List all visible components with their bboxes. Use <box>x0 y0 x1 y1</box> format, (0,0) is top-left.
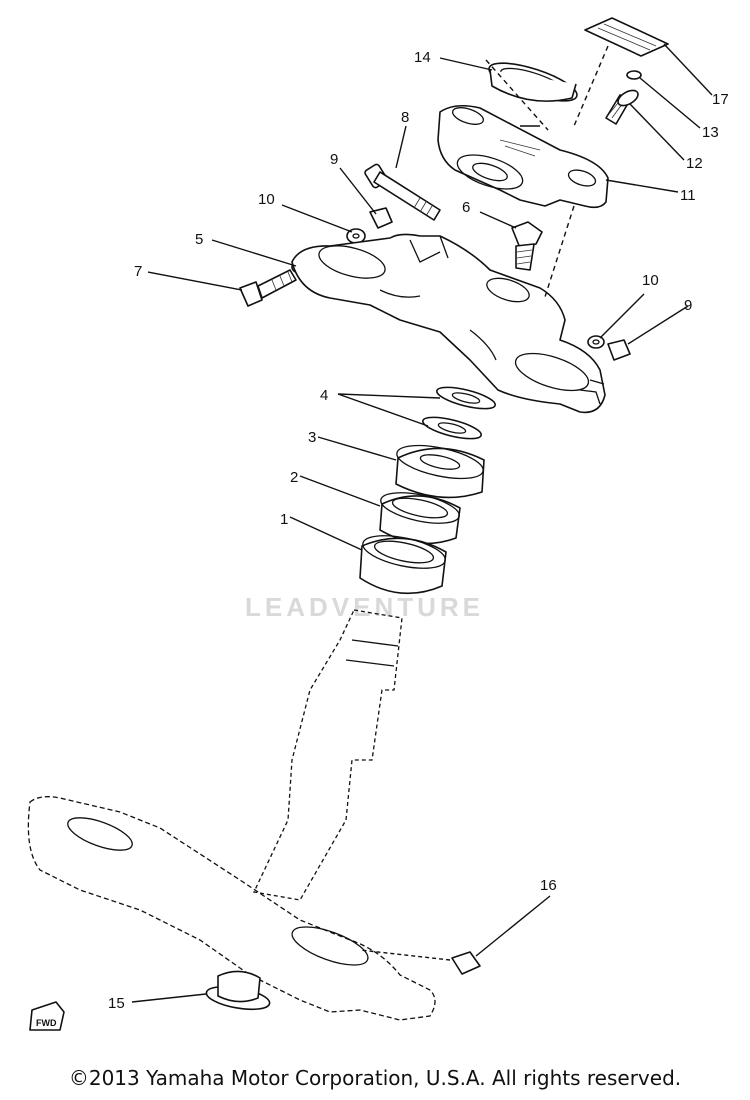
callout-9-left: 9 <box>330 151 338 168</box>
part-3-cover <box>395 444 485 499</box>
callout-13: 13 <box>702 124 719 141</box>
part-12-bolt <box>605 89 639 125</box>
watermark: LEADVENTURE <box>245 592 484 622</box>
fwd-arrow-icon: FWD <box>29 1001 65 1031</box>
part-7-bolt <box>239 269 297 307</box>
copyright-notice: ©2013 Yamaha Motor Corporation, U.S.A. A… <box>68 1066 682 1090</box>
callout-15: 15 <box>108 995 125 1012</box>
part-17-plate <box>584 17 669 57</box>
callout-10-right: 10 <box>642 272 659 289</box>
callout-12: 12 <box>686 155 703 172</box>
part-15-seal <box>205 970 271 1011</box>
callout-14: 14 <box>414 49 431 66</box>
part-9-nut-right <box>607 339 631 361</box>
callout-11: 11 <box>680 187 696 204</box>
part-14-cap <box>488 62 578 102</box>
part-8-long-bolt <box>364 163 441 221</box>
callout-17: 17 <box>712 91 729 108</box>
lower-bracket <box>291 233 606 414</box>
callout-5: 5 <box>195 231 203 248</box>
callout-10-left: 10 <box>258 191 275 208</box>
callout-8: 8 <box>401 109 409 126</box>
callout-labels: 14 17 13 12 11 8 9 10 6 5 7 10 9 4 3 2 1… <box>108 49 729 1012</box>
part-2-bearing <box>379 492 461 545</box>
leader-lines <box>131 43 713 1003</box>
under-bracket <box>27 796 436 1021</box>
part-10-washer-right <box>587 335 605 349</box>
part-1-bearing <box>359 535 447 595</box>
fwd-label: FWD <box>36 1018 57 1028</box>
callout-9-right: 9 <box>684 297 692 314</box>
part-11-upper-bracket <box>437 104 609 209</box>
callout-16: 16 <box>540 877 557 894</box>
part-4-lock-washers <box>422 386 496 440</box>
callout-7: 7 <box>134 263 142 280</box>
callout-2: 2 <box>290 469 298 486</box>
part-16-nut <box>451 951 481 975</box>
callout-6: 6 <box>462 199 470 216</box>
callout-4: 4 <box>320 387 328 404</box>
callout-3: 3 <box>308 429 316 446</box>
callout-1: 1 <box>280 511 288 528</box>
part-13-washer <box>626 70 642 80</box>
steering-stem <box>253 609 403 901</box>
part-6-bolt <box>511 221 543 271</box>
